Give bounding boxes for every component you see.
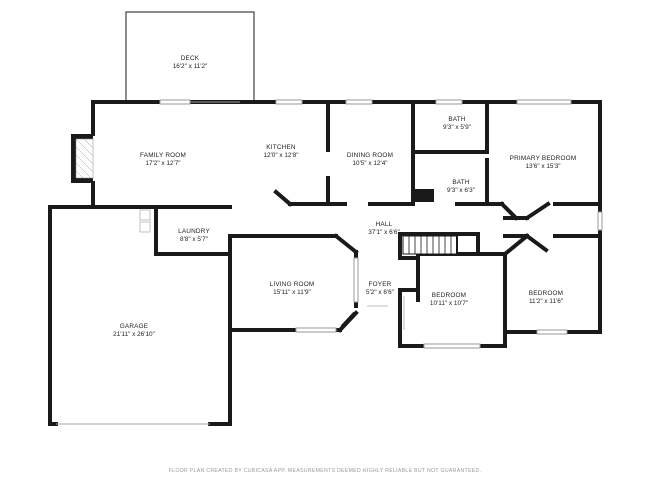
exterior-walls — [48, 100, 602, 426]
door-markers — [139, 209, 405, 330]
kitchen-dims: 12'0" x 12'8" — [263, 152, 298, 159]
interior-walls — [91, 100, 602, 334]
deck-label: DECK — [181, 55, 200, 62]
staircase — [402, 235, 458, 255]
garage-label: GARAGE — [120, 323, 149, 330]
primary-bedroom-dims: 13'6" x 15'3" — [525, 163, 560, 170]
laundry-label: LAUNDRY — [178, 228, 210, 235]
bath-top-dims: 9'3" x 5'9" — [443, 124, 471, 131]
kitchen-label: KITCHEN — [266, 144, 296, 151]
dining-room-dims: 10'5" x 12'4" — [352, 160, 387, 167]
bath-top-label: BATH — [448, 116, 466, 123]
living-room-label: LIVING ROOM — [270, 281, 315, 288]
deck-dims: 16'2" x 11'2" — [173, 63, 208, 70]
bath-mid-dims: 9'3" x 6'3" — [447, 187, 475, 194]
foyer-label: FOYER — [368, 281, 391, 288]
living-room-dims: 15'11" x 11'9" — [273, 289, 311, 296]
primary-bedroom-label: PRIMARY BEDROOM — [510, 155, 577, 162]
bath-mid-label: BATH — [452, 179, 470, 186]
foyer-dims: 5'2" x 6'6" — [366, 289, 394, 296]
hall-dims: 37'1" x 6'6" — [368, 229, 400, 236]
hall-label: HALL — [376, 221, 393, 228]
bedroom-right-label: BEDROOM — [529, 290, 563, 297]
bedroom-center-label: BEDROOM — [432, 292, 466, 299]
laundry-dims: 8'8" x 5'7" — [180, 236, 208, 243]
deck-outline — [125, 11, 255, 101]
windows — [159, 99, 603, 349]
bedroom-center-dims: 10'11" x 10'7" — [430, 300, 468, 307]
room-labels: DECK 16'2" x 11'2" FAMILY ROOM 17'2" x 1… — [113, 55, 576, 338]
footer-disclaimer: FLOOR PLAN CREATED BY CUBICASA APP. MEAS… — [169, 468, 482, 474]
bedroom-right-dims: 11'2" x 11'6" — [529, 298, 563, 305]
family-room-dims: 17'2" x 12'7" — [145, 160, 180, 167]
family-room-label: FAMILY ROOM — [140, 152, 186, 159]
dining-room-label: DINING ROOM — [347, 152, 393, 159]
garage-dims: 21'11" x 26'10" — [113, 331, 155, 338]
fireplace-icon — [71, 134, 94, 183]
